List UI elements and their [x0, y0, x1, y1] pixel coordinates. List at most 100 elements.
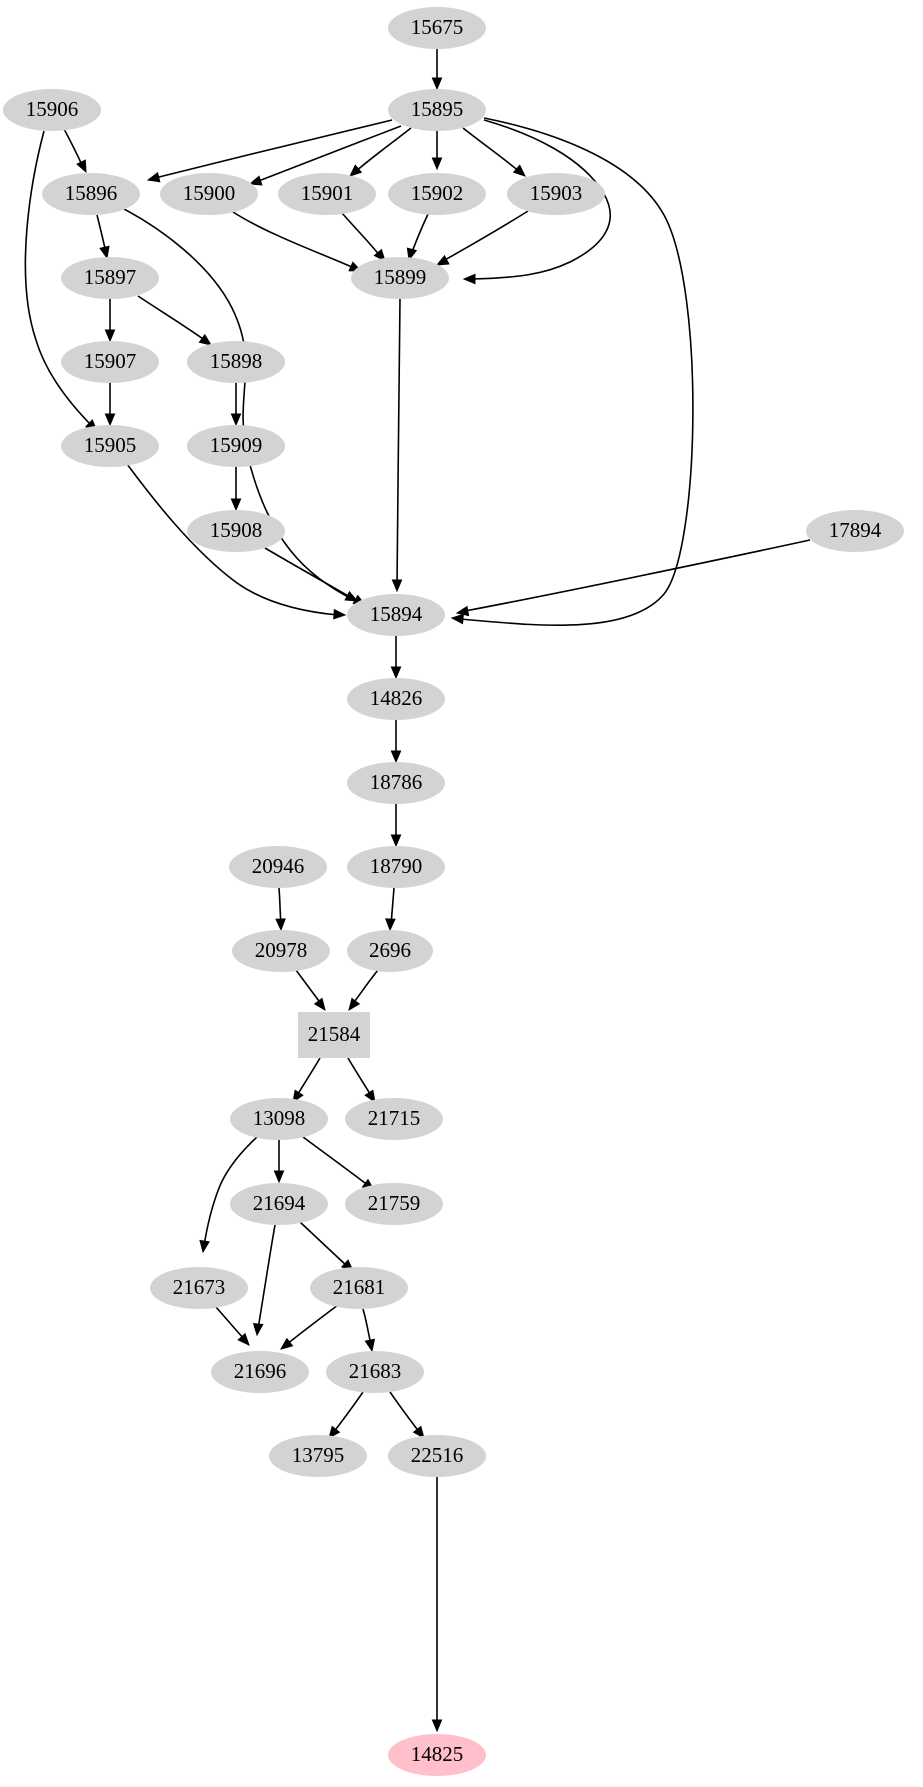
edge-15902-15899	[406, 213, 429, 262]
graph-node-15897[interactable]: 15897	[61, 257, 159, 299]
graph-node-15675[interactable]: 15675	[388, 7, 486, 49]
node-shape-ellipse[interactable]	[351, 257, 449, 299]
graph-node-14825[interactable]: 14825	[388, 1734, 486, 1776]
node-shape-ellipse[interactable]	[388, 1734, 486, 1776]
node-shape-ellipse[interactable]	[347, 930, 433, 972]
arrow-head-icon	[348, 997, 361, 1012]
graph-node-22516[interactable]: 22516	[388, 1435, 486, 1477]
node-shape-ellipse[interactable]	[347, 594, 445, 636]
node-shape-ellipse[interactable]	[232, 930, 330, 972]
arrow-head-icon	[390, 666, 402, 680]
graph-node-15895[interactable]: 15895	[388, 89, 486, 131]
graph-node-15902[interactable]: 15902	[388, 173, 486, 215]
node-shape-ellipse[interactable]	[160, 173, 258, 215]
edge-line	[410, 213, 429, 256]
graph-node-21683[interactable]: 21683	[326, 1351, 424, 1393]
node-shape-ellipse[interactable]	[3, 89, 101, 131]
node-shape-ellipse[interactable]	[269, 1435, 367, 1477]
edge-15895-15899	[462, 119, 611, 285]
graph-node-21681[interactable]: 21681	[310, 1267, 408, 1309]
arrow-head-icon	[431, 157, 443, 171]
node-shape-ellipse[interactable]	[187, 341, 285, 383]
graph-node-21696[interactable]: 21696	[211, 1351, 309, 1393]
node-shape-ellipse[interactable]	[230, 1098, 328, 1140]
edge-line	[137, 295, 207, 342]
node-shape-ellipse[interactable]	[61, 425, 159, 467]
edge-15896-15897	[96, 214, 110, 260]
node-shape-ellipse[interactable]	[310, 1267, 408, 1309]
arrow-head-icon	[199, 1239, 210, 1254]
arrow-head-icon	[198, 333, 213, 346]
node-shape-ellipse[interactable]	[150, 1267, 248, 1309]
node-shape-ellipse[interactable]	[278, 173, 376, 215]
edge-21681-21696	[279, 1304, 339, 1350]
node-shape-ellipse[interactable]	[187, 510, 285, 552]
arrow-head-icon	[333, 608, 347, 620]
node-shape-ellipse[interactable]	[42, 173, 140, 215]
graph-node-18786[interactable]: 18786	[347, 762, 445, 804]
node-shape-ellipse[interactable]	[345, 1183, 443, 1225]
graph-node-13795[interactable]: 13795	[269, 1435, 367, 1477]
node-shape-rect[interactable]	[298, 1012, 370, 1058]
edge-21681-21683	[362, 1308, 376, 1353]
node-shape-ellipse[interactable]	[388, 1435, 486, 1477]
node-shape-ellipse[interactable]	[230, 1183, 328, 1225]
edge-20946-20978	[275, 887, 286, 932]
edge-21694-21696	[252, 1224, 276, 1337]
arrow-head-icon	[328, 1425, 341, 1440]
node-shape-ellipse[interactable]	[347, 678, 445, 720]
edge-15899-15894	[391, 298, 403, 593]
node-shape-ellipse[interactable]	[347, 846, 445, 888]
graph-node-15907[interactable]: 15907	[61, 341, 159, 383]
arrow-head-icon	[512, 164, 526, 177]
graph-node-21759[interactable]: 21759	[345, 1183, 443, 1225]
arrow-head-icon	[412, 1425, 425, 1440]
node-shape-ellipse[interactable]	[326, 1351, 424, 1393]
edge-line	[232, 211, 355, 269]
arrow-head-icon	[237, 1332, 250, 1346]
graph-node-15899[interactable]: 15899	[351, 257, 449, 299]
node-shape-ellipse[interactable]	[61, 341, 159, 383]
graph-node-18790[interactable]: 18790	[347, 846, 445, 888]
graph-node-15905[interactable]: 15905	[61, 425, 159, 467]
graph-node-15906[interactable]: 15906	[3, 89, 101, 131]
graph-node-2696[interactable]: 2696	[347, 930, 433, 972]
graph-node-15894[interactable]: 15894	[347, 594, 445, 636]
node-shape-ellipse[interactable]	[388, 89, 486, 131]
graph-node-15909[interactable]: 15909	[187, 425, 285, 467]
graph-node-15896[interactable]: 15896	[42, 173, 140, 215]
edge-15898-15909	[230, 383, 242, 427]
node-shape-ellipse[interactable]	[806, 510, 904, 552]
node-shape-ellipse[interactable]	[229, 846, 327, 888]
node-shape-ellipse[interactable]	[347, 762, 445, 804]
node-shape-ellipse[interactable]	[211, 1351, 309, 1393]
graph-node-21673[interactable]: 21673	[150, 1267, 248, 1309]
edge-15895-15894	[450, 117, 694, 627]
node-shape-ellipse[interactable]	[187, 425, 285, 467]
edge-line	[123, 208, 351, 599]
graph-node-17894[interactable]: 17894	[806, 510, 904, 552]
node-shape-ellipse[interactable]	[388, 7, 486, 49]
edge-15894-14826	[390, 635, 402, 680]
edge-line	[464, 539, 811, 612]
node-shape-ellipse[interactable]	[61, 257, 159, 299]
graph-node-21715[interactable]: 21715	[345, 1098, 443, 1140]
edge-15905-15894	[126, 463, 347, 620]
graph-node-21694[interactable]: 21694	[230, 1183, 328, 1225]
edge-15675-15895	[431, 49, 443, 91]
arrow-head-icon	[273, 1170, 285, 1184]
graph-node-15900[interactable]: 15900	[160, 173, 258, 215]
node-shape-ellipse[interactable]	[507, 173, 605, 215]
graph-node-21584[interactable]: 21584	[298, 1012, 370, 1058]
graph-node-15898[interactable]: 15898	[187, 341, 285, 383]
node-shape-ellipse[interactable]	[388, 173, 486, 215]
node-shape-ellipse[interactable]	[345, 1098, 443, 1140]
arrow-head-icon	[275, 918, 286, 932]
graph-node-14826[interactable]: 14826	[347, 678, 445, 720]
graph-node-15903[interactable]: 15903	[507, 173, 605, 215]
graph-node-20978[interactable]: 20978	[232, 930, 330, 972]
graph-node-20946[interactable]: 20946	[229, 846, 327, 888]
graph-node-13098[interactable]: 13098	[230, 1098, 328, 1140]
graph-node-15901[interactable]: 15901	[278, 173, 376, 215]
graph-node-15908[interactable]: 15908	[187, 510, 285, 552]
